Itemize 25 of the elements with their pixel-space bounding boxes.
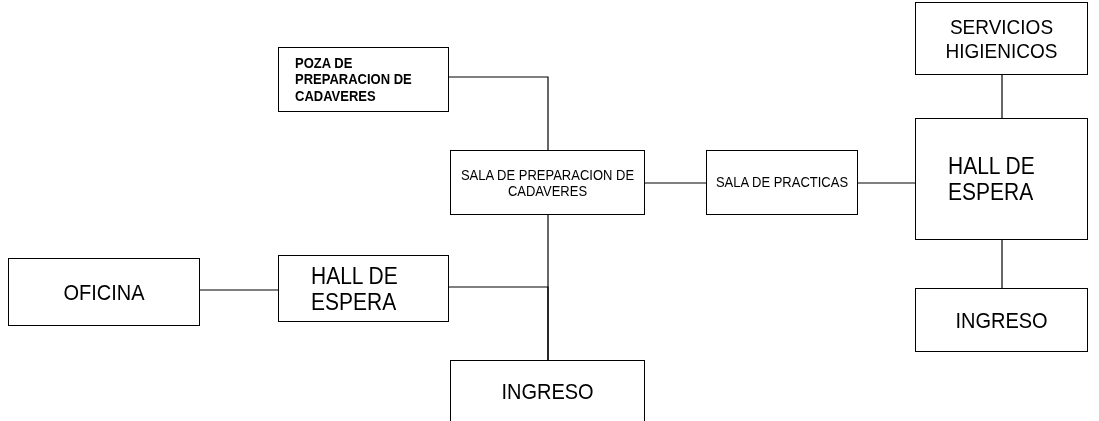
room-box — [450, 360, 645, 421]
room-label: OFICINA — [63, 279, 145, 305]
room-label: INGRESO — [501, 378, 594, 404]
room-label: SALA DE PREPARACION DE CADAVERES — [459, 166, 636, 199]
room-box — [8, 258, 200, 326]
room-box — [450, 150, 645, 215]
room-box — [915, 2, 1088, 75]
connector-line — [1001, 74, 1003, 119]
room-label: SALA DE PRACTICAS — [715, 174, 849, 191]
room-label: POZA DE PREPARACION DE CADAVERES — [295, 54, 413, 105]
room-label: HALL DE ESPERA — [948, 152, 1036, 206]
connector-line — [1001, 239, 1003, 289]
connector-line — [644, 182, 707, 184]
room-label: INGRESO — [955, 307, 1048, 333]
connector-line — [448, 76, 549, 151]
room-box — [278, 255, 449, 322]
connector-line — [199, 289, 279, 291]
room-box — [915, 288, 1088, 352]
room-box — [706, 150, 858, 215]
room-label: HALL DE ESPERA — [311, 262, 399, 315]
room-box — [278, 47, 449, 112]
room-box — [915, 118, 1088, 240]
connector-line — [448, 286, 549, 361]
room-label: SERVICIOS HIGIENICOS — [944, 14, 1059, 63]
connector-line — [857, 182, 916, 184]
